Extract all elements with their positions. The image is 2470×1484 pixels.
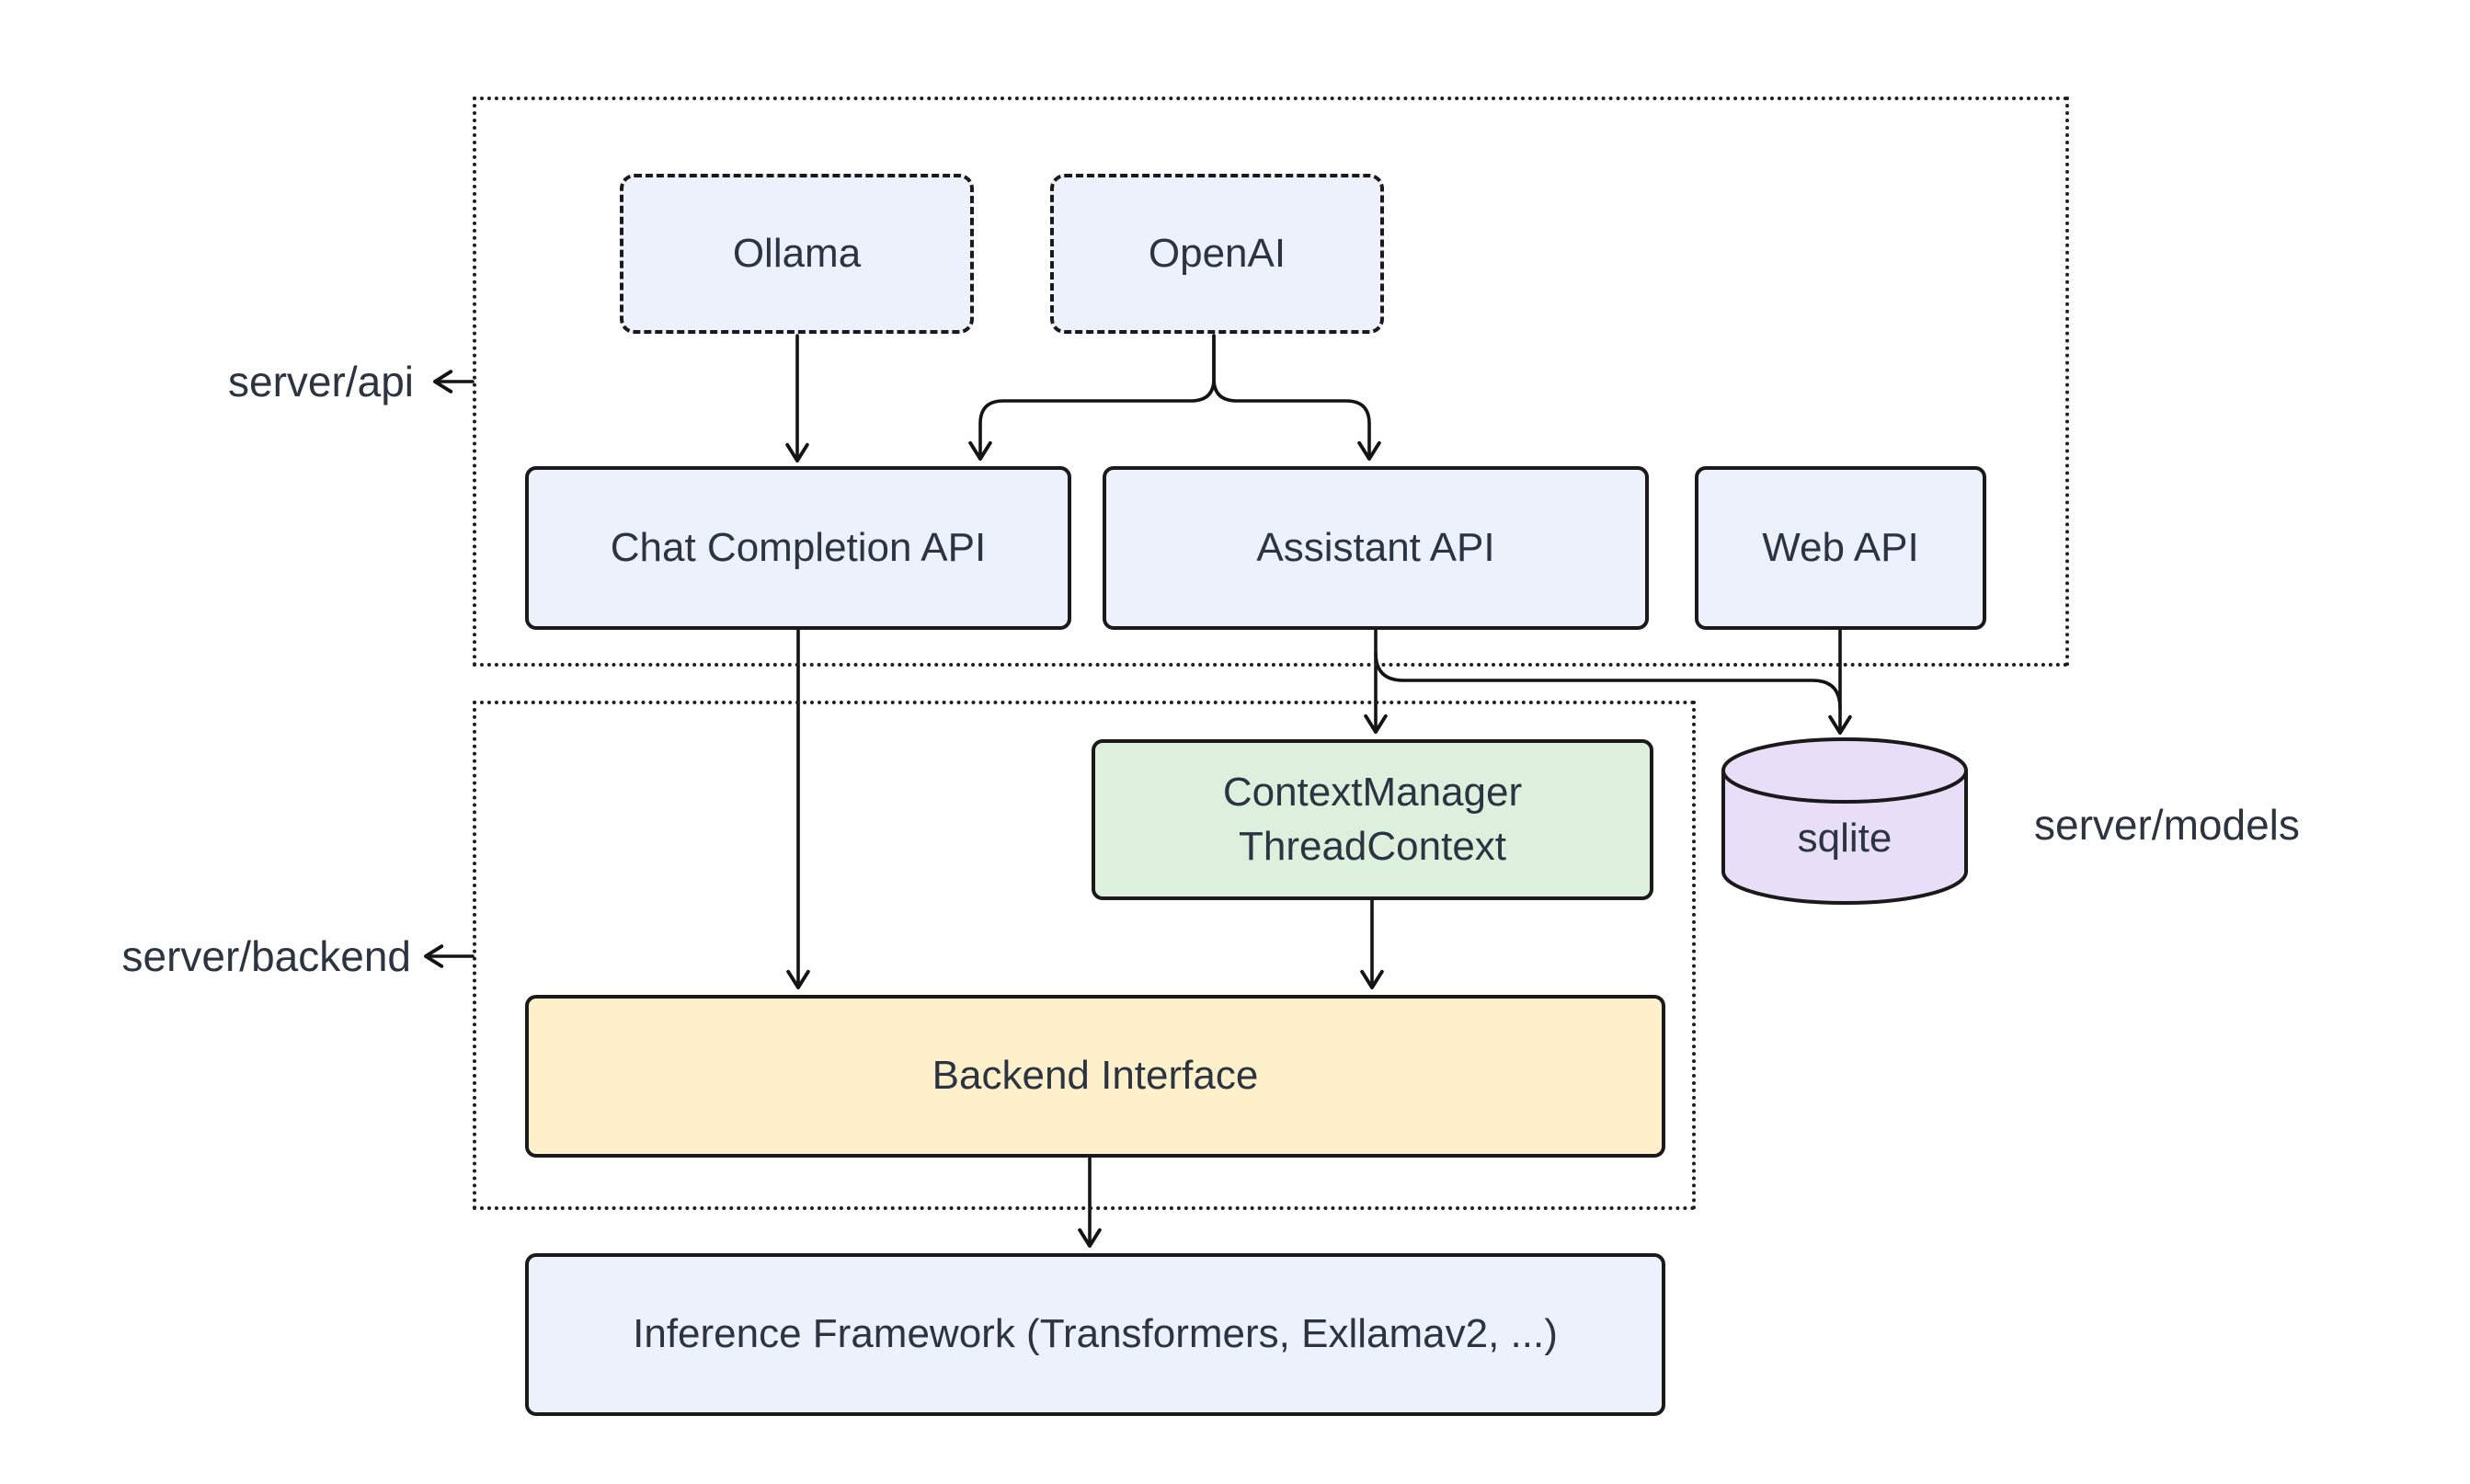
edge-openai-chat [968,334,1216,462]
node-chat-completion-api-label: Chat Completion API [610,524,987,570]
sqlite-cylinder [1721,737,1968,905]
server-api-container [473,97,2069,667]
server-api-label: server/api [228,358,414,405]
node-openai-label: OpenAI [1148,230,1286,276]
node-assistant-api: Assistant API [1103,466,1649,630]
node-inference-framework: Inference Framework (Transformers, Exlla… [525,1253,1665,1416]
node-sqlite-label: sqlite [1797,816,1893,861]
node-context-manager: ContextManager ThreadContext [1092,739,1653,900]
server-models-label: server/models [2034,801,2300,849]
node-inference-framework-label: Inference Framework (Transformers, Exlla… [633,1311,1558,1357]
node-backend-interface-label: Backend Interface [932,1053,1259,1099]
node-assistant-api-label: Assistant API [1256,524,1495,570]
node-chat-completion-api: Chat Completion API [525,466,1071,630]
node-openai: OpenAI [1050,174,1384,334]
node-web-api-label: Web API [1762,524,1919,570]
server-backend-label: server/backend [121,932,412,980]
node-context-manager-line2: ThreadContext [1238,823,1507,869]
node-ollama: Ollama [620,174,974,334]
edge-assistant-sqlite [1374,651,1842,710]
node-context-manager-line1: ContextManager [1222,770,1523,816]
node-backend-interface: Backend Interface [525,995,1665,1158]
edge-openai-assistant [1212,334,1381,462]
node-web-api: Web API [1695,466,1986,630]
node-ollama-label: Ollama [732,230,862,276]
server-backend-container [473,701,1696,1210]
